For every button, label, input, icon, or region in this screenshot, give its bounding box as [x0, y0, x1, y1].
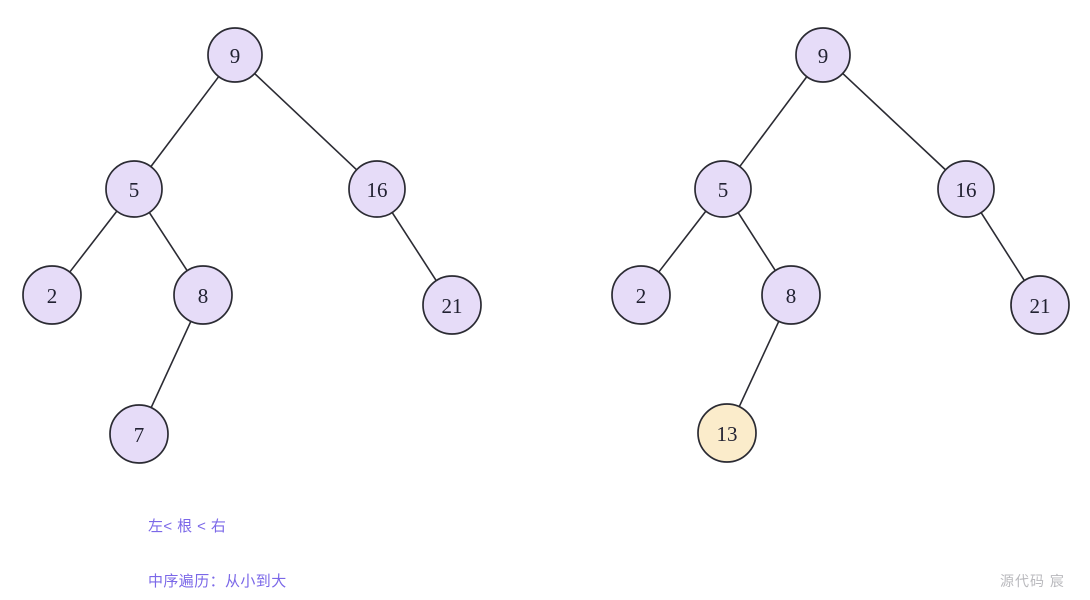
node-circle: [694, 160, 752, 218]
node-label: 9: [230, 44, 241, 68]
tree-node-2[interactable]: 2: [611, 265, 671, 325]
node-circle: [109, 404, 169, 464]
watermark: 源代码 宸: [1000, 573, 1065, 589]
tree-node-16[interactable]: 16: [937, 160, 995, 218]
node-label: 7: [134, 423, 145, 447]
node-circle: [937, 160, 995, 218]
node-circle: [611, 265, 671, 325]
tree-edge: [148, 212, 188, 272]
tree-edge: [658, 210, 707, 273]
tree-node-21[interactable]: 21: [1010, 275, 1070, 335]
tree-node-9[interactable]: 9: [207, 27, 263, 83]
tree-edge: [150, 76, 220, 168]
node-circle: [348, 160, 406, 218]
node-label: 16: [367, 178, 388, 202]
node-circle: [697, 403, 757, 463]
tree-edge: [739, 76, 808, 168]
node-label: 2: [47, 284, 58, 308]
binary-search-tree-before-edges: [69, 72, 437, 408]
tree-node-7[interactable]: 7: [109, 404, 169, 464]
node-label: 8: [198, 284, 209, 308]
tree-edge: [737, 212, 777, 272]
node-label: 13: [717, 422, 738, 446]
tree-edge: [738, 320, 780, 408]
node-label: 9: [818, 44, 829, 68]
tree-edge: [150, 321, 192, 408]
tree-node-9[interactable]: 9: [795, 27, 851, 83]
tree-edge: [391, 212, 437, 282]
node-circle: [207, 27, 263, 83]
node-circle: [105, 160, 163, 218]
binary-search-tree-before-nodes: 9 5 16 2 8 21 7: [22, 27, 482, 464]
node-label: 2: [636, 284, 647, 308]
tree-node-2[interactable]: 2: [22, 265, 82, 325]
node-label: 21: [442, 294, 463, 318]
node-circle: [795, 27, 851, 83]
node-circle: [22, 265, 82, 325]
tree-edge: [69, 210, 118, 273]
node-circle: [173, 265, 233, 325]
tree-node-8[interactable]: 8: [173, 265, 233, 325]
tree-node-21[interactable]: 21: [422, 275, 482, 335]
node-label: 8: [786, 284, 797, 308]
node-circle: [1010, 275, 1070, 335]
node-circle: [761, 265, 821, 325]
tree-edge: [980, 212, 1026, 281]
nodes-layer: 9 5 16 2 8 21 7 9 5 16 2 8 21 13: [22, 27, 1070, 464]
tree-edge: [254, 72, 358, 171]
tree-node-16[interactable]: 16: [348, 160, 406, 218]
node-label: 16: [956, 178, 977, 202]
edges-layer: [69, 72, 1026, 408]
binary-search-tree-after-nodes: 9 5 16 2 8 21 13: [611, 27, 1070, 463]
tree-node-5[interactable]: 5: [105, 160, 163, 218]
node-circle: [422, 275, 482, 335]
tree-edge: [842, 72, 947, 171]
tree-node-8[interactable]: 8: [761, 265, 821, 325]
node-label: 5: [129, 178, 140, 202]
tree-node-5[interactable]: 5: [694, 160, 752, 218]
node-label: 5: [718, 178, 729, 202]
tree-node-13-highlighted[interactable]: 13: [697, 403, 757, 463]
binary-search-tree-after-edges: [658, 72, 1026, 408]
caption-traversal: 中序遍历：从小到大: [148, 573, 287, 590]
caption-rule: 左< 根 < 右: [148, 518, 227, 535]
node-label: 21: [1030, 294, 1051, 318]
